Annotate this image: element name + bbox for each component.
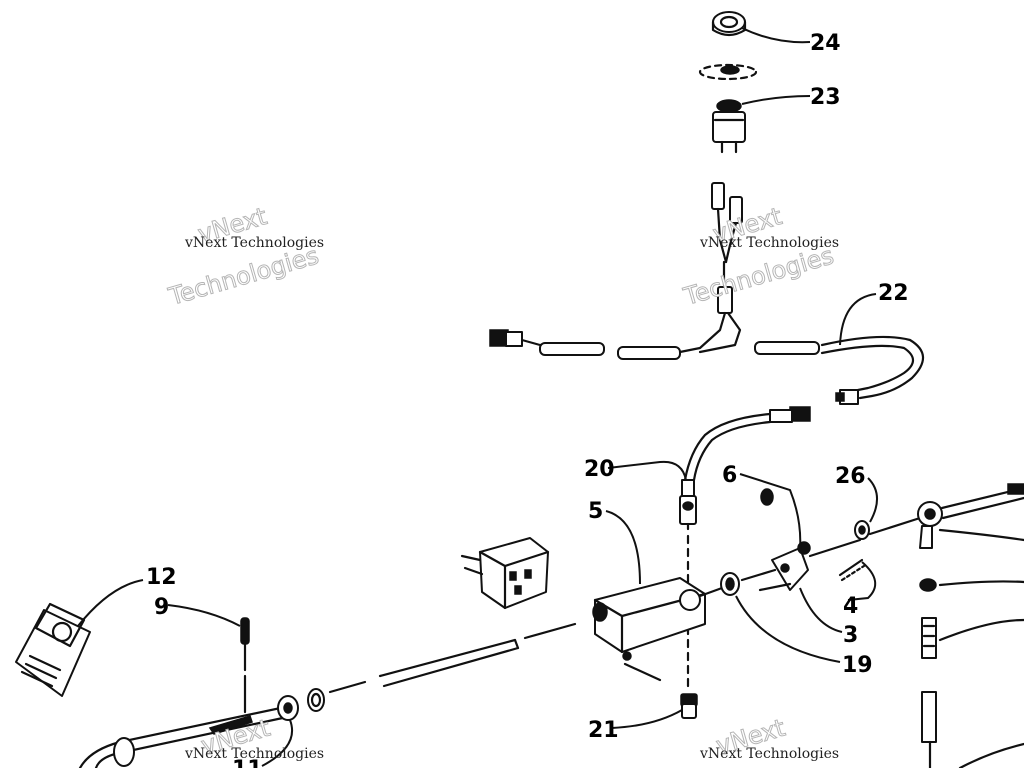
part-5-block [592,577,707,682]
terminal-block [460,537,550,610]
main-shaft [328,516,922,694]
lower-rod [78,688,325,768]
part-6-nut [760,488,774,506]
part-23-switch [712,99,746,154]
callout-22: 22 [878,281,909,306]
callout-26: 26 [835,464,866,489]
rod-end [917,483,1024,768]
callout-12: 12 [146,565,177,590]
callout-3: 3 [843,623,858,648]
callout-11: 11 [232,757,263,768]
callout-24: 24 [810,31,841,56]
watermark-4: vNext vNext Technologies [699,713,839,762]
callout-21: 21 [588,718,619,743]
callouts: 24 23 22 20 6 26 5 4 3 19 21 12 9 11 [146,31,909,768]
callout-9: 9 [154,595,169,620]
callout-19: 19 [842,653,873,678]
callout-6: 6 [722,463,737,488]
part-9-pin [240,617,250,714]
part-3-bracket [758,541,811,592]
part-12-decal [15,602,91,697]
watermark-brand-bottom: Technologies [165,241,322,311]
part-24-washer [698,63,758,81]
watermark-company: vNext Technologies [184,746,324,762]
watermark-3: vNext vNext Technologies [184,713,324,762]
watermark-company: vNext Technologies [699,235,839,251]
part-26-washer [854,520,870,540]
callout-20: 20 [584,457,615,482]
watermark-company: vNext Technologies [699,746,839,762]
leader-lines [77,27,878,767]
part-4-screw [838,558,866,582]
callout-23: 23 [810,85,841,110]
callout-5: 5 [588,499,603,524]
part-19-washer [720,572,740,596]
watermark-brand-bottom: Technologies [680,241,837,311]
watermark-company: vNext Technologies [184,235,324,251]
part-23-connectors [711,182,743,314]
part-21-nut [680,693,698,719]
callout-4: 4 [843,594,858,619]
watermark-2: vNext vNext Technologies Technologies [679,202,839,312]
part-20-wire [679,406,811,536]
watermark-1: vNext vNext Technologies Technologies [164,202,324,312]
part-22-harness [489,311,925,405]
part-24-cap [711,11,747,37]
